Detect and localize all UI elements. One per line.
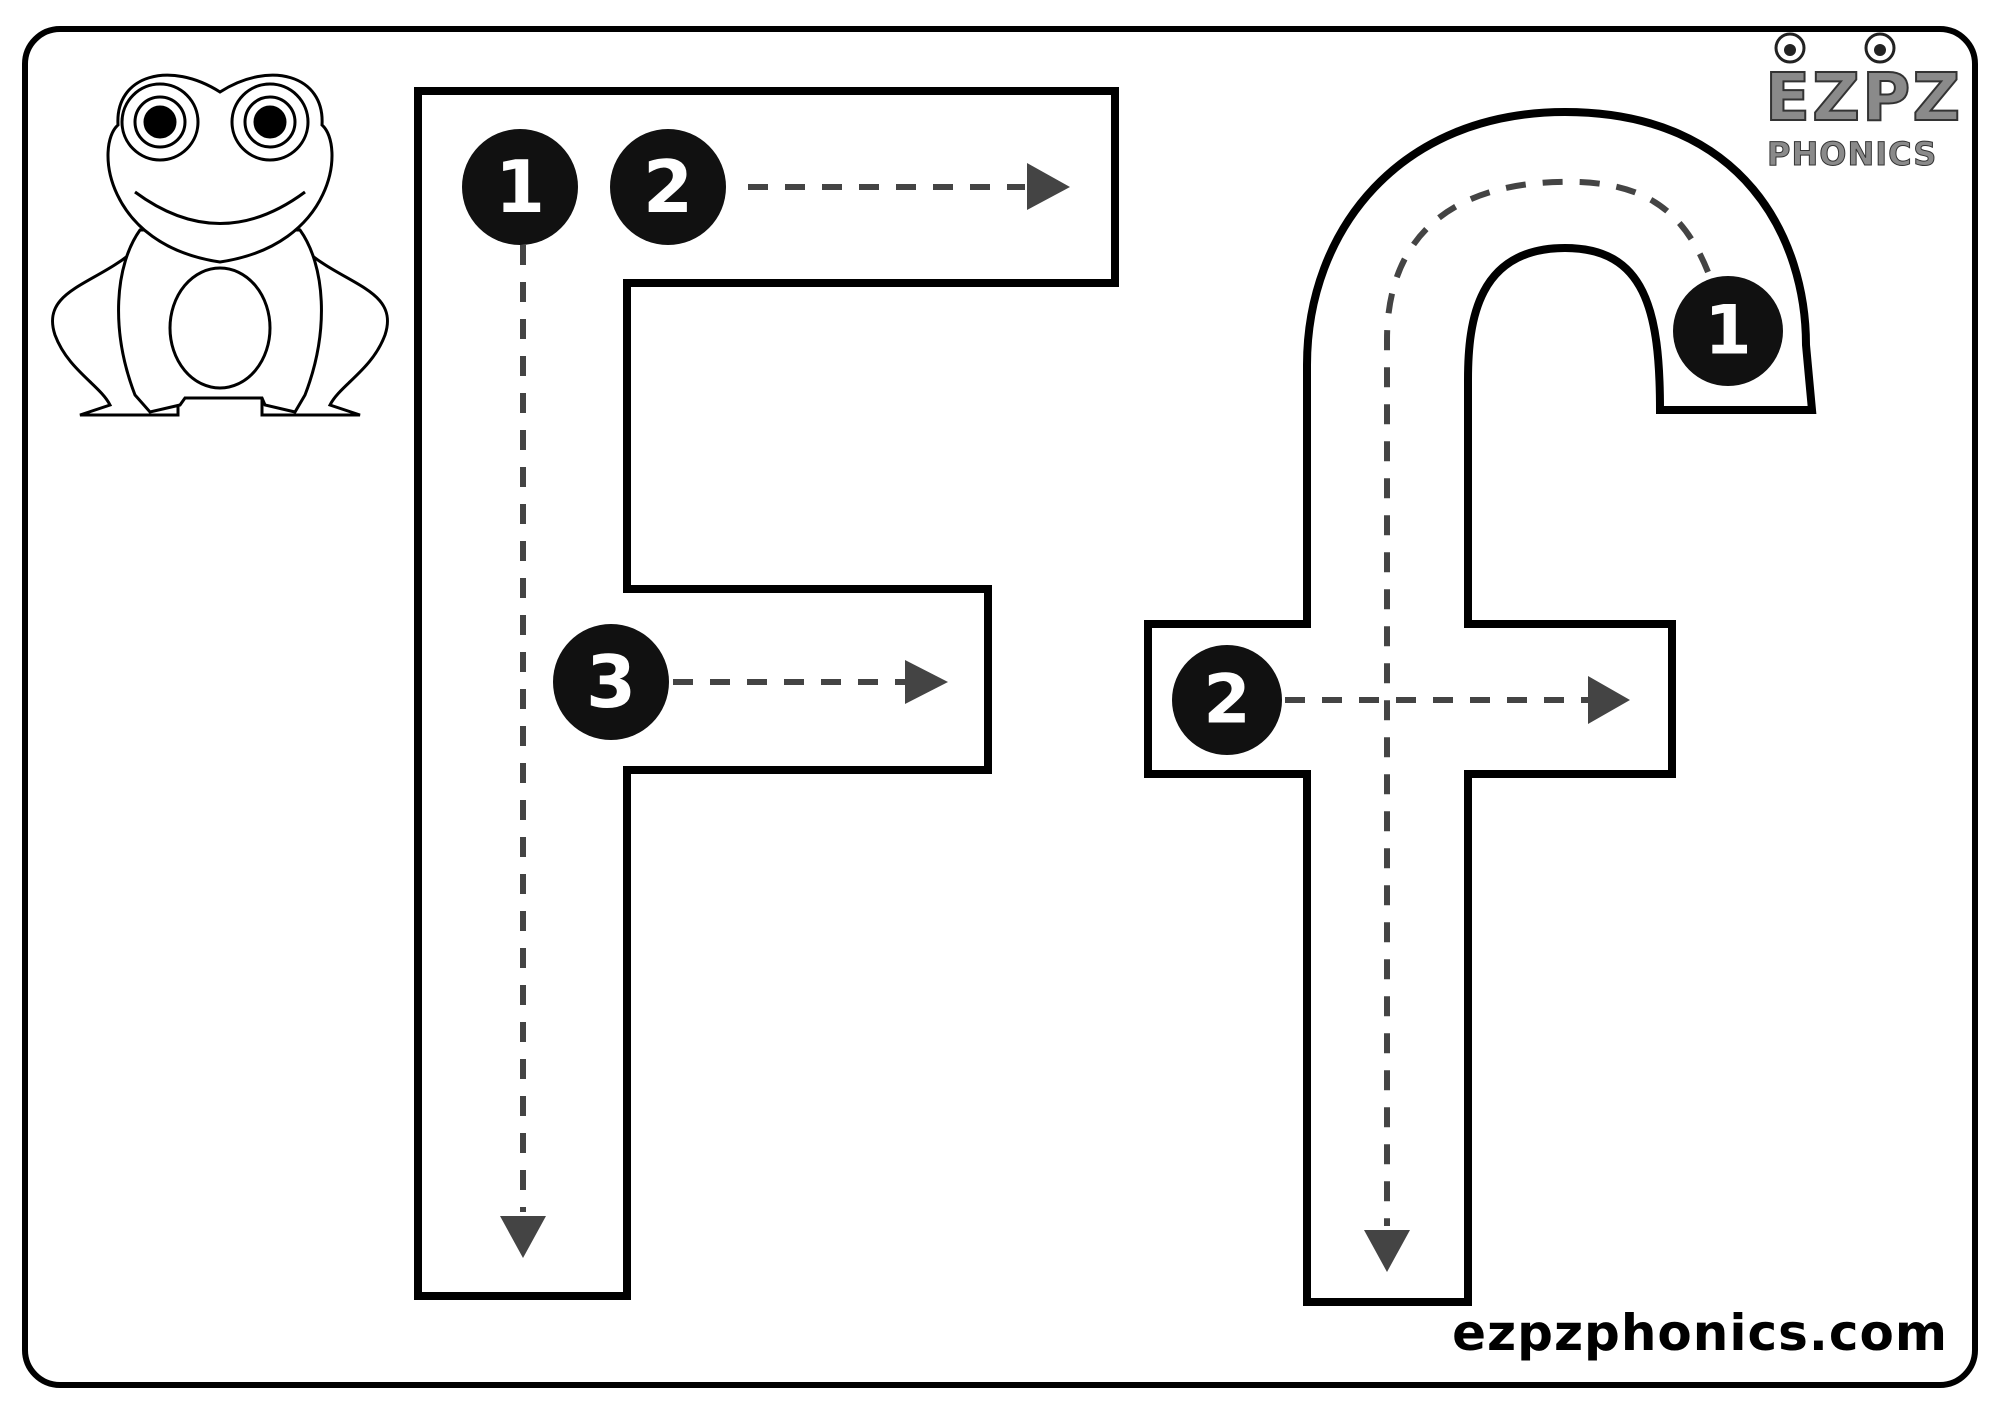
f-upper-arrow-down xyxy=(500,1216,546,1258)
lowercase-f-arrows xyxy=(1364,676,1630,1272)
frog-illustration xyxy=(51,73,389,417)
badge-f-upper-3: 3 xyxy=(553,624,669,740)
f-upper-arrow-right-2 xyxy=(905,660,948,704)
lowercase-f-outline xyxy=(1144,107,1817,1306)
badge-number: 2 xyxy=(1203,661,1250,740)
uppercase-f-arrows xyxy=(500,163,1070,1258)
frog-belly xyxy=(168,266,272,390)
f-lower-arrow-right xyxy=(1588,676,1630,724)
badge-f-upper-2: 2 xyxy=(610,129,726,245)
badge-number: 3 xyxy=(586,640,636,724)
frog-smile xyxy=(134,190,306,225)
worksheet-border xyxy=(22,26,1978,1388)
badge-number: 1 xyxy=(1704,292,1751,371)
logo-eyes-icon xyxy=(1774,32,1896,64)
badge-f-lower-1: 1 xyxy=(1673,276,1783,386)
badge-number: 2 xyxy=(643,145,693,229)
f-lower-stroke1-dash xyxy=(1384,178,1711,1226)
logo-line2: PHONICS xyxy=(1766,135,1938,173)
website-url[interactable]: ezpzphonics.com xyxy=(1452,1304,1948,1362)
frog-left-pupil xyxy=(143,105,177,139)
badge-f-upper-1: 1 xyxy=(462,129,578,245)
badge-number: 1 xyxy=(495,145,545,229)
f-upper-arrow-right-1 xyxy=(1027,163,1070,210)
ezpz-phonics-logo: EZPZ PHONICS xyxy=(1745,20,1975,190)
uppercase-f-guides xyxy=(520,184,1025,1212)
uppercase-f-outline xyxy=(414,87,1119,1300)
frog-right-pupil xyxy=(253,105,287,139)
logo-line1: EZPZ xyxy=(1764,59,1963,136)
badge-f-lower-2: 2 xyxy=(1172,645,1282,755)
lowercase-f-guides xyxy=(1285,178,1711,1226)
f-lower-arrow-down xyxy=(1364,1230,1410,1272)
